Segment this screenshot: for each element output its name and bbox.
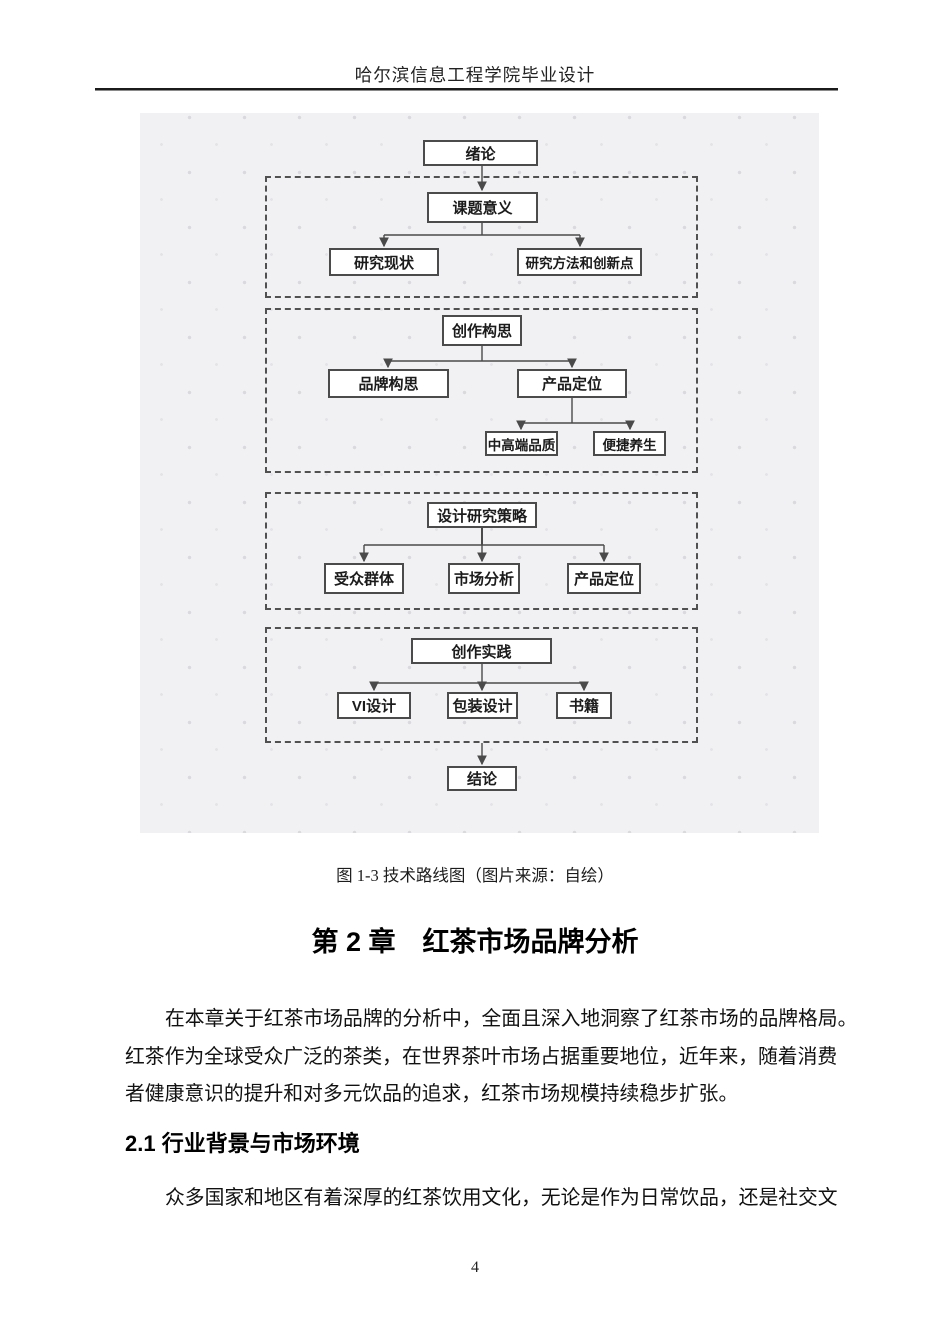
header-rule: [95, 88, 838, 91]
paragraph-line: 在本章关于红茶市场品牌的分析中，全面且深入地洞察了红茶市场的品牌格局。: [165, 1008, 858, 1030]
flow-node-market-analysis: 市场分析: [448, 563, 520, 594]
flow-node-target-audience: 受众群体: [324, 563, 404, 594]
technical-route-figure: 绪论 课题意义 研究现状 研究方法和创新点 创作构思 品牌构思 产品定位 中高端…: [140, 113, 819, 833]
flow-node-convenient-wellness: 便捷养生: [593, 431, 666, 456]
flow-group-design-strategy: [265, 492, 698, 610]
flow-node-research-status: 研究现状: [329, 248, 439, 276]
flow-node-vi-design: VI设计: [337, 692, 411, 719]
flow-group-creative-concept: [265, 308, 698, 473]
paragraph-line: 众多国家和地区有着深厚的红茶饮用文化，无论是作为日常饮品，还是社交文: [165, 1187, 838, 1209]
paragraph-line: 红茶作为全球受众广泛的茶类，在世界茶叶市场占据重要地位，近年来，随着消费: [125, 1045, 838, 1068]
flow-node-brand-concept: 品牌构思: [328, 369, 449, 398]
page-header-title: 哈尔滨信息工程学院毕业设计: [354, 65, 596, 85]
flow-node-creative-concept: 创作构思: [442, 315, 522, 346]
flow-node-conclusion: 结论: [447, 766, 517, 791]
page-number: 4: [471, 1259, 479, 1276]
flow-node-introduction: 绪论: [423, 140, 538, 166]
flow-node-research-methods: 研究方法和创新点: [517, 248, 642, 276]
section-paragraph: 众多国家和地区有着深厚的红茶饮用文化，无论是作为日常饮品，还是社交文: [125, 1180, 858, 1218]
flow-node-mid-high-end-quality: 中高端品质: [485, 431, 558, 456]
flow-node-topic-significance: 课题意义: [427, 192, 538, 223]
flow-node-product-positioning-2: 产品定位: [567, 563, 641, 594]
flow-group-introduction: [265, 176, 698, 298]
flow-node-creative-practice: 创作实践: [411, 638, 552, 664]
flow-node-design-research-strategy: 设计研究策略: [427, 502, 537, 528]
chapter-paragraph: 在本章关于红茶市场品牌的分析中，全面且深入地洞察了红茶市场的品牌格局。 红茶作为…: [125, 1001, 858, 1114]
section-title: 2.1 行业背景与市场环境: [125, 1131, 360, 1156]
flow-node-books: 书籍: [556, 692, 612, 719]
chapter-title: 第 2 章 红茶市场品牌分析: [311, 927, 639, 957]
flow-group-creative-practice: [265, 627, 698, 743]
flow-node-product-positioning-1: 产品定位: [517, 369, 627, 398]
flow-node-packaging-design: 包装设计: [447, 692, 518, 719]
figure-caption: 图 1-3 技术路线图（图片来源：自绘）: [336, 866, 614, 885]
paragraph-line: 者健康意识的提升和对多元饮品的追求，红茶市场规模持续稳步扩张。: [125, 1083, 739, 1105]
